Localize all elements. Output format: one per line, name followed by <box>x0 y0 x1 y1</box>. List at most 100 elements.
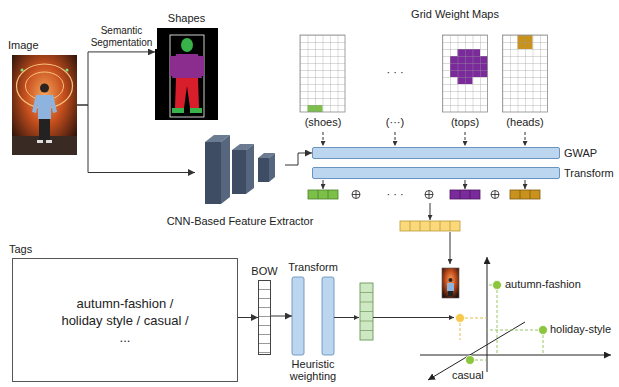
tag-name: autumn-fashion <box>505 278 581 291</box>
shape-shoe <box>190 108 202 113</box>
photo-head <box>40 84 49 93</box>
vector-cells <box>318 190 328 199</box>
cnn-layer <box>232 150 246 194</box>
solid-arrow <box>430 203 431 220</box>
shapes-frame <box>170 35 204 117</box>
tag-point <box>539 326 548 335</box>
cnn-extractor: CNN-Based Feature Extractor <box>195 135 285 210</box>
connector <box>77 105 195 173</box>
section-title: Grid Weight Maps <box>411 8 499 21</box>
photo-light <box>66 69 69 72</box>
plus-circle <box>425 191 433 199</box>
shape-shoe <box>172 108 184 113</box>
photo-background <box>12 55 77 155</box>
photo-shirt <box>32 95 57 119</box>
solid-arrow <box>334 317 359 318</box>
projection-line <box>487 330 543 355</box>
connector <box>271 316 292 317</box>
thumbnail-shirt <box>447 283 454 291</box>
segmentation-figure <box>155 28 218 120</box>
plus-circle <box>491 191 499 199</box>
image-point <box>456 314 465 323</box>
cnn-layer <box>258 158 269 182</box>
bow-vector: BOW <box>258 280 271 355</box>
grid-ground <box>503 35 548 112</box>
tag-name: holiday-style <box>550 323 611 336</box>
grid-ground <box>300 35 345 112</box>
part-name: (heads) <box>506 116 543 129</box>
photo-pants <box>39 119 50 140</box>
connector <box>285 153 312 165</box>
thumbnail-pants <box>448 291 453 296</box>
embedding-space <box>420 257 611 380</box>
photo-shoe <box>46 140 52 143</box>
gwap-bar: GWAP <box>312 147 560 159</box>
projection-lines <box>470 285 543 360</box>
thumbnail-head <box>449 278 453 282</box>
part-name: (shoes) <box>305 116 342 129</box>
part-vectors <box>308 190 540 231</box>
plus-cross <box>425 191 433 199</box>
vector-cells <box>520 190 530 199</box>
transform-layer <box>322 277 334 355</box>
cnn-blocks <box>205 135 275 204</box>
part-vector <box>308 190 338 199</box>
shapes-ground <box>155 28 218 120</box>
dashed-arrow <box>525 132 526 146</box>
node-label: GWAP <box>564 147 597 160</box>
dashed-arrow <box>465 132 466 146</box>
part-vector <box>510 190 540 199</box>
part-vector <box>450 190 480 199</box>
input-photo <box>12 55 77 155</box>
connector <box>77 52 155 105</box>
photo-shoe <box>37 140 43 143</box>
part-name: (···) <box>386 116 404 129</box>
grid-map <box>503 35 548 112</box>
node-label: Transform <box>564 167 614 180</box>
transform-layer <box>292 277 304 355</box>
sum-symbols <box>352 191 499 199</box>
vector-cells <box>460 190 470 199</box>
segmentation-shapes: Shapes <box>155 28 218 120</box>
projection-line <box>487 285 497 355</box>
node-body: autumn-fashion / holiday style / casual … <box>58 295 193 346</box>
image-vector <box>400 221 460 231</box>
shape-top <box>172 54 202 78</box>
solid-arrow <box>323 180 324 189</box>
cnn-layer <box>221 135 230 204</box>
ellipsis: · · · <box>386 66 403 79</box>
tag-transform <box>292 277 454 355</box>
grid-arrows <box>323 132 525 146</box>
cnn-layer <box>205 142 221 204</box>
node-caption: CNN-Based Feature Extractor <box>167 215 314 228</box>
part-name: (tops) <box>451 116 479 129</box>
transform-layers: TransformHeuristic weighting <box>292 277 334 355</box>
tags-box: Tagsautumn-fashion / holiday style / cas… <box>12 258 238 382</box>
node-heading: Image <box>8 39 39 52</box>
grid-map <box>443 35 488 112</box>
shape-head <box>181 38 193 52</box>
node-caption: Heuristic weighting <box>277 358 349 382</box>
node-heading: Tags <box>9 243 32 256</box>
node-heading: Transform <box>288 261 338 274</box>
connector <box>238 317 258 318</box>
ellipsis: · · · <box>386 188 403 201</box>
plus-cross <box>352 191 360 199</box>
shape-arm <box>170 56 176 76</box>
tag-point <box>493 281 502 290</box>
vector-cells <box>410 221 450 231</box>
node-heading: BOW <box>251 265 277 278</box>
vector-arrows <box>323 180 525 264</box>
photo-light <box>21 69 24 72</box>
tag-name: casual <box>452 369 484 382</box>
connector-label: Semantic Segmentation <box>87 25 157 49</box>
grid-map <box>300 35 345 112</box>
node-heading: Shapes <box>168 12 205 25</box>
shape-arm <box>198 56 204 76</box>
tag-vector <box>360 283 373 340</box>
solid-arrow <box>373 317 454 318</box>
plus-cross <box>491 191 499 199</box>
tag-point <box>466 356 475 365</box>
solid-arrow <box>525 180 526 189</box>
